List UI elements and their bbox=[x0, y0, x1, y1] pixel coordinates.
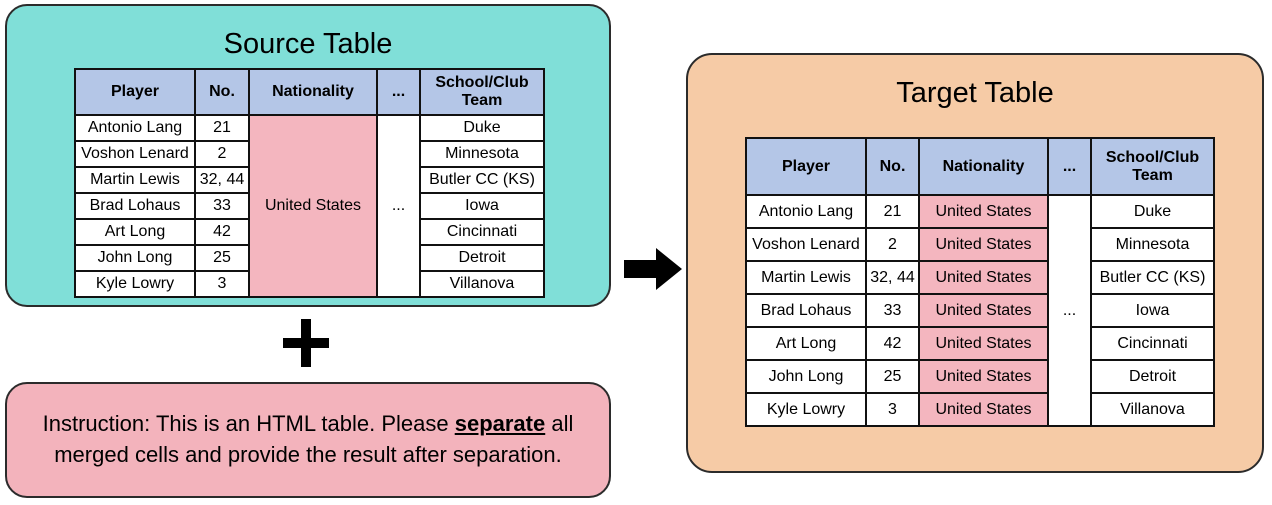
target-school-cell: Butler CC (KS) bbox=[1090, 260, 1215, 295]
source-merged-nationality-cell: United States bbox=[248, 114, 378, 298]
plus-icon bbox=[283, 319, 329, 367]
target-number-cell: 21 bbox=[865, 194, 920, 229]
source-number-cell: 42 bbox=[194, 218, 250, 246]
source-number-cell: 21 bbox=[194, 114, 250, 142]
target-player-cell: Martin Lewis bbox=[745, 260, 867, 295]
target-school-cell: Iowa bbox=[1090, 293, 1215, 328]
target-school-cell: Villanova bbox=[1090, 392, 1215, 427]
target-number-cell: 32, 44 bbox=[865, 260, 920, 295]
target-nationality-cell: United States bbox=[918, 293, 1049, 328]
target-nationality-cell: United States bbox=[918, 326, 1049, 361]
target-header-no: No. bbox=[865, 137, 920, 196]
instruction-panel: Instruction: This is an HTML table. Plea… bbox=[5, 382, 611, 498]
source-header-ellipsis: ... bbox=[376, 68, 421, 116]
target-player-cell: John Long bbox=[745, 359, 867, 394]
source-player-cell: Martin Lewis bbox=[74, 166, 196, 194]
target-school-cell: Cincinnati bbox=[1090, 326, 1215, 361]
target-table: Player No. Nationality ... School/Club T… bbox=[745, 137, 1215, 427]
source-school-cell: Villanova bbox=[419, 270, 545, 298]
target-number-cell: 25 bbox=[865, 359, 920, 394]
source-player-cell: Art Long bbox=[74, 218, 196, 246]
target-header-nationality: Nationality bbox=[918, 137, 1049, 196]
target-nationality-cell: United States bbox=[918, 227, 1049, 262]
source-header-nationality: Nationality bbox=[248, 68, 378, 116]
source-number-cell: 33 bbox=[194, 192, 250, 220]
target-ellipsis-cell: ... bbox=[1047, 194, 1092, 427]
target-player-cell: Art Long bbox=[745, 326, 867, 361]
target-player-cell: Brad Lohaus bbox=[745, 293, 867, 328]
source-table-row: Art Long 42 Cincinnati bbox=[74, 218, 545, 246]
target-table-row: Kyle Lowry 3 United States Villanova bbox=[745, 392, 1215, 427]
source-table-panel: Source Table Player No. Nationality ... … bbox=[5, 4, 611, 307]
source-school-cell: Iowa bbox=[419, 192, 545, 220]
target-player-cell: Kyle Lowry bbox=[745, 392, 867, 427]
source-number-cell: 25 bbox=[194, 244, 250, 272]
source-school-cell: Duke bbox=[419, 114, 545, 142]
target-nationality-cell: United States bbox=[918, 359, 1049, 394]
target-number-cell: 3 bbox=[865, 392, 920, 427]
target-table-row: Art Long 42 United States Cincinnati bbox=[745, 326, 1215, 361]
source-school-cell: Butler CC (KS) bbox=[419, 166, 545, 194]
source-table: Player No. Nationality ... School/Club T… bbox=[74, 68, 545, 298]
source-merged-ellipsis-cell: ... bbox=[376, 114, 421, 298]
target-number-cell: 2 bbox=[865, 227, 920, 262]
source-table-row: Antonio Lang 21 United States ... Duke bbox=[74, 114, 545, 298]
target-table-row: Martin Lewis 32, 44 United States Butler… bbox=[745, 260, 1215, 295]
source-player-cell: John Long bbox=[74, 244, 196, 272]
source-player-cell: Antonio Lang bbox=[74, 114, 196, 142]
arrow-right-icon bbox=[624, 248, 682, 290]
source-player-cell: Brad Lohaus bbox=[74, 192, 196, 220]
source-school-cell: Detroit bbox=[419, 244, 545, 272]
target-table-panel: Target Table Player No. Nationality ... … bbox=[686, 53, 1264, 473]
source-number-cell: 32, 44 bbox=[194, 166, 250, 194]
target-table-row: Antonio Lang 21 United States ... Duke bbox=[745, 194, 1215, 427]
target-nationality-cell: United States bbox=[918, 392, 1049, 427]
instruction-prefix: Instruction: This is an HTML table. Plea… bbox=[42, 411, 455, 436]
source-number-cell: 2 bbox=[194, 140, 250, 168]
target-header-player: Player bbox=[745, 137, 867, 196]
source-table-row: Brad Lohaus 33 Iowa bbox=[74, 192, 545, 220]
instruction-suffix: all merged cells and provide the result … bbox=[54, 411, 574, 467]
source-table-row: Kyle Lowry 3 Villanova bbox=[74, 270, 545, 298]
source-header-no: No. bbox=[194, 68, 250, 116]
source-table-row: John Long 25 Detroit bbox=[74, 244, 545, 272]
target-header-row: Player No. Nationality ... School/Club T… bbox=[745, 137, 1215, 196]
target-table-row: Brad Lohaus 33 United States Iowa bbox=[745, 293, 1215, 328]
target-school-cell: Duke bbox=[1090, 194, 1215, 229]
target-table-title: Target Table bbox=[896, 77, 1054, 109]
target-header-school: School/Club Team bbox=[1090, 137, 1215, 196]
target-nationality-cell: United States bbox=[918, 260, 1049, 295]
target-table-row: John Long 25 United States Detroit bbox=[745, 359, 1215, 394]
target-player-cell: Antonio Lang bbox=[745, 194, 867, 229]
source-header-player: Player bbox=[74, 68, 196, 116]
target-table-row: Voshon Lenard 2 United States Minnesota bbox=[745, 227, 1215, 262]
target-nationality-cell: United States bbox=[918, 194, 1049, 229]
source-table-title: Source Table bbox=[223, 28, 393, 60]
target-number-cell: 33 bbox=[865, 293, 920, 328]
source-player-cell: Voshon Lenard bbox=[74, 140, 196, 168]
source-header-row: Player No. Nationality ... School/Club T… bbox=[74, 68, 545, 116]
target-header-ellipsis: ... bbox=[1047, 137, 1092, 196]
target-school-cell: Minnesota bbox=[1090, 227, 1215, 262]
source-number-cell: 3 bbox=[194, 270, 250, 298]
source-table-row: Martin Lewis 32, 44 Butler CC (KS) bbox=[74, 166, 545, 194]
target-number-cell: 42 bbox=[865, 326, 920, 361]
source-player-cell: Kyle Lowry bbox=[74, 270, 196, 298]
source-header-school: School/Club Team bbox=[419, 68, 545, 116]
instruction-keyword: separate bbox=[454, 411, 546, 436]
source-school-cell: Minnesota bbox=[419, 140, 545, 168]
target-player-cell: Voshon Lenard bbox=[745, 227, 867, 262]
source-school-cell: Cincinnati bbox=[419, 218, 545, 246]
instruction-text: Instruction: This is an HTML table. Plea… bbox=[7, 408, 609, 470]
target-school-cell: Detroit bbox=[1090, 359, 1215, 394]
source-table-row: Voshon Lenard 2 Minnesota bbox=[74, 140, 545, 168]
